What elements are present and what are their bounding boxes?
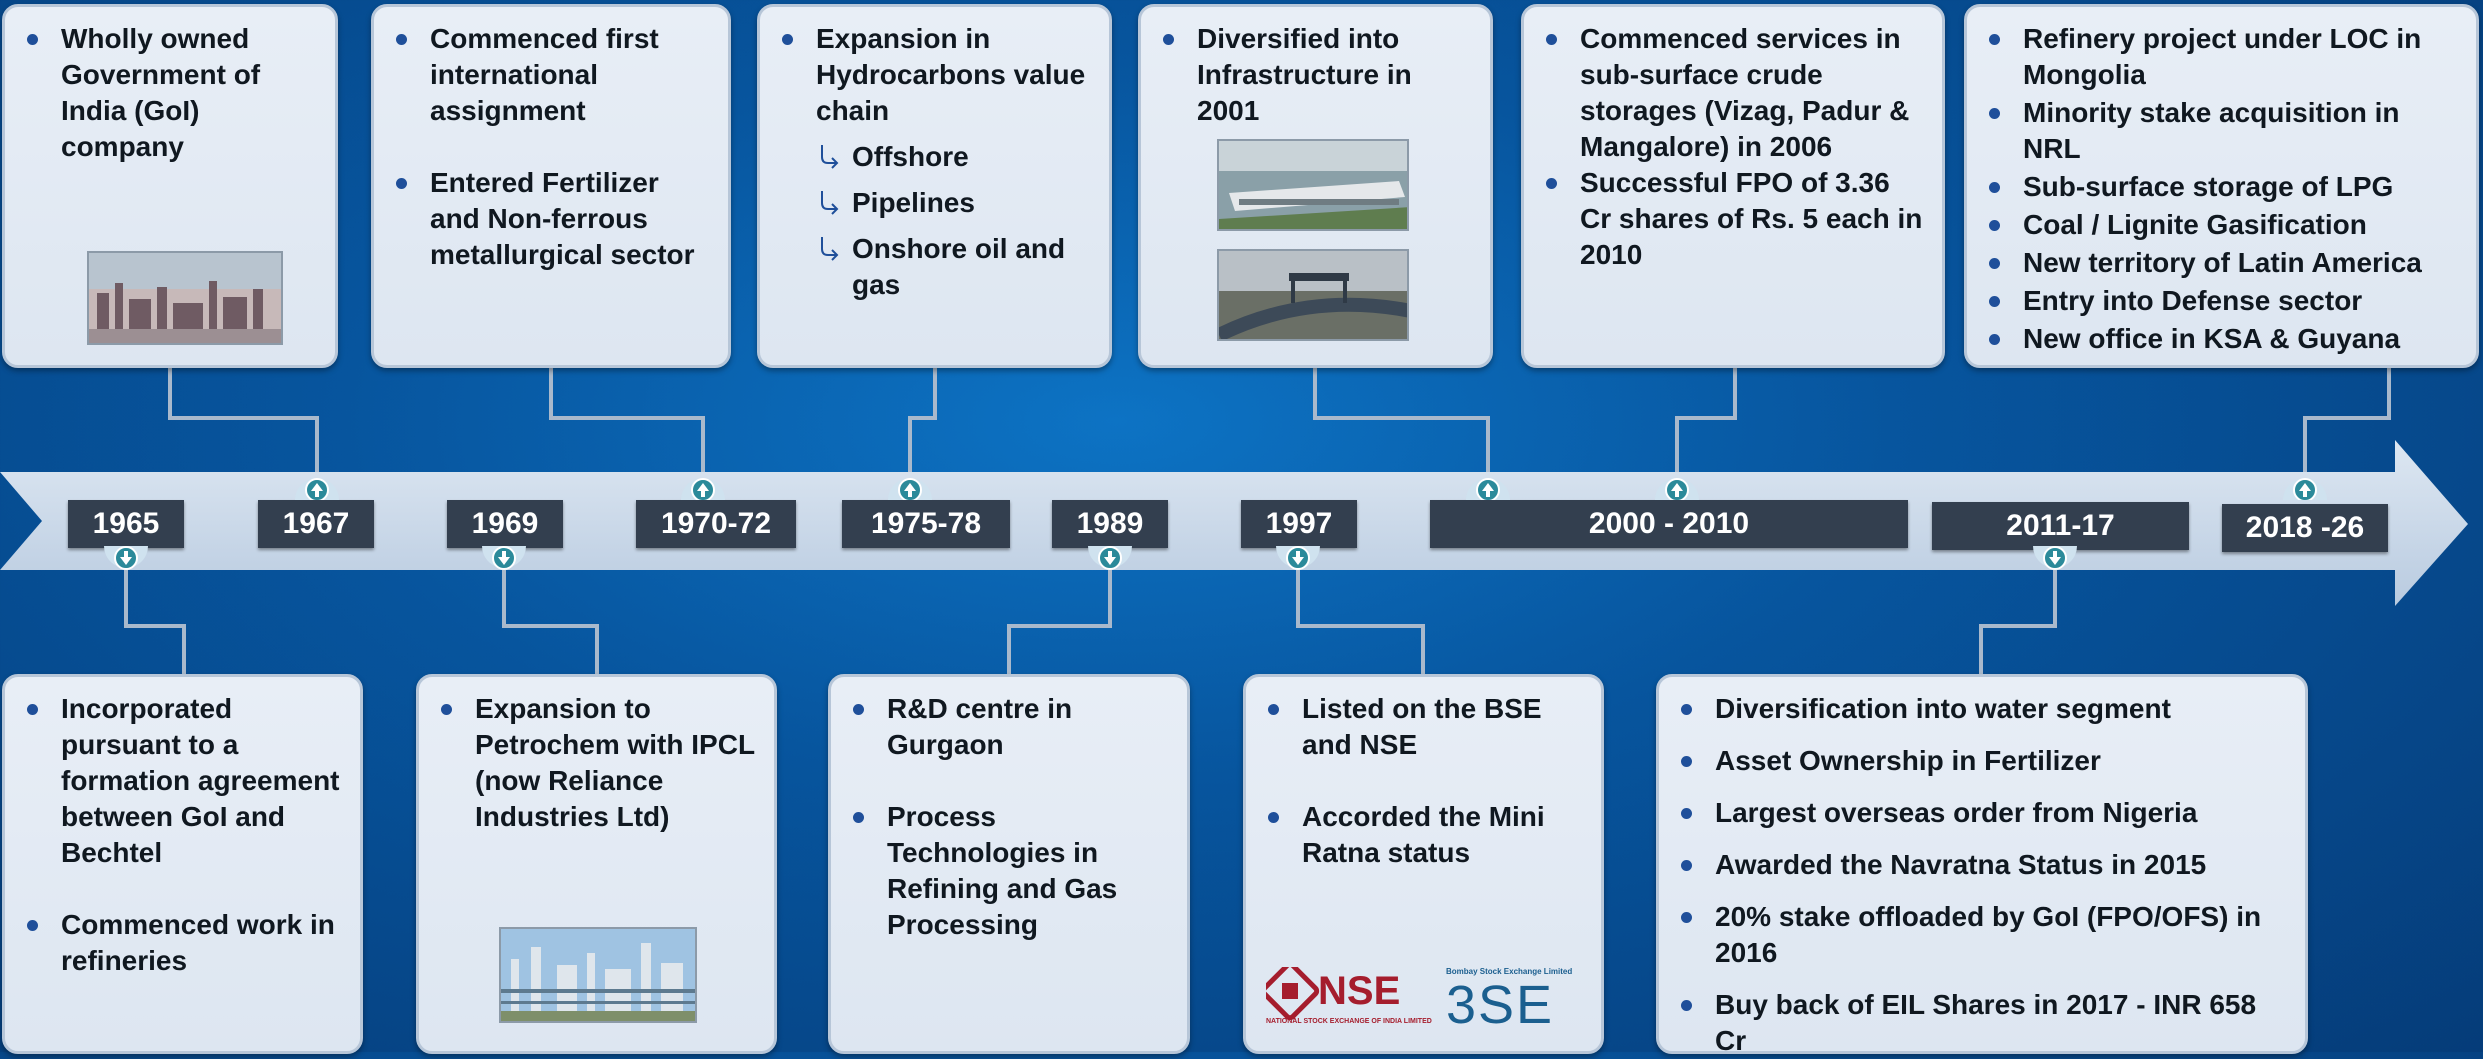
milestone-item: Commenced services in sub-surface crude … [1542, 21, 1924, 165]
milestone-item: Coal / Lignite Gasification [1985, 207, 2458, 243]
milestone-item: Commenced work in refineries [23, 907, 342, 979]
milestone-card-1969: Expansion to Petrochem with IPCL (now Re… [416, 674, 777, 1054]
up-arrow-knob-icon [1655, 478, 1699, 500]
milestone-sub-item: Onshore oil and gas [778, 231, 1091, 303]
up-arrow-knob-icon [1466, 478, 1510, 500]
down-arrow-knob-icon [482, 546, 526, 570]
year-2018-26: 2018 -26 [2222, 504, 2388, 552]
milestone-card-2006-2010: Commenced services in sub-surface crude … [1521, 4, 1945, 368]
milestone-item: Incorporated pursuant to a formation agr… [23, 691, 342, 871]
milestone-item: Accorded the Mini Ratna status [1264, 799, 1583, 871]
milestone-item: New office in KSA & Guyana [1985, 321, 2458, 357]
year-1997: 1997 [1241, 500, 1357, 548]
petrochem-plant-photo [499, 927, 697, 1023]
milestone-item: Awarded the Navratna Status in 2015 [1677, 847, 2287, 883]
milestone-item: Largest overseas order from Nigeria [1677, 795, 2287, 831]
milestone-item: Listed on the BSE and NSE [1264, 691, 1583, 763]
milestone-item: Sub-surface storage of LPG [1985, 169, 2458, 205]
refinery-photo [87, 251, 283, 345]
year-1975-78: 1975-78 [842, 500, 1010, 548]
milestone-item: Minority stake acquisition in NRL [1985, 95, 2458, 167]
year-2011-17: 2011-17 [1932, 502, 2189, 550]
milestone-item: Expansion to Petrochem with IPCL (now Re… [437, 691, 756, 835]
milestone-card-1970-72: Commenced first international assignment… [371, 4, 731, 368]
milestone-item: 20% stake offloaded by GoI (FPO/OFS) in … [1677, 899, 2287, 971]
milestone-card-1997: Listed on the BSE and NSE Accorded the M… [1243, 674, 1604, 1054]
milestone-item: Asset Ownership in Fertilizer [1677, 743, 2287, 779]
milestone-item: Entry into Defense sector [1985, 283, 2458, 319]
year-1967: 1967 [258, 500, 374, 548]
up-arrow-knob-icon [681, 478, 725, 500]
milestone-item: Process Technologies in Refining and Gas… [849, 799, 1169, 943]
hand-arrow-icon [821, 145, 839, 169]
year-1969: 1969 [447, 500, 563, 548]
milestone-item: Expansion in Hydrocarbons value chain [778, 21, 1091, 129]
milestone-card-1965: Incorporated pursuant to a formation agr… [2, 674, 363, 1054]
year-1989: 1989 [1052, 500, 1168, 548]
milestone-item: R&D centre in Gurgaon [849, 691, 1169, 763]
year-1965: 1965 [68, 500, 184, 548]
highway-photo [1217, 249, 1409, 341]
milestone-item: Diversified into Infrastructure in 2001 [1159, 21, 1472, 129]
milestone-card-1967: Wholly owned Government of India (GoI) c… [2, 4, 338, 368]
year-2000-2010: 2000 - 2010 [1430, 500, 1908, 548]
milestone-card-1975-78: Expansion in Hydrocarbons value chain Of… [757, 4, 1112, 368]
airport-photo [1217, 139, 1409, 231]
milestone-item: Entered Fertilizer and Non-ferrous metal… [392, 165, 710, 273]
bse-logo: Bombay Stock Exchange Limited 3SE [1446, 967, 1573, 1035]
down-arrow-knob-icon [2033, 546, 2077, 570]
nse-logo: NSE NATIONAL STOCK EXCHANGE OF INDIA LIM… [1266, 967, 1432, 1033]
up-arrow-knob-icon [888, 478, 932, 500]
milestone-item: New territory of Latin America [1985, 245, 2458, 281]
milestone-sub-item: Offshore [778, 139, 1091, 175]
milestone-item: Wholly owned Government of India (GoI) c… [23, 21, 317, 165]
down-arrow-knob-icon [1276, 546, 1320, 570]
milestone-card-2001: Diversified into Infrastructure in 2001 [1138, 4, 1493, 368]
milestone-item: Refinery project under LOC in Mongolia [1985, 21, 2458, 93]
milestone-sub-item: Pipelines [778, 185, 1091, 221]
hand-arrow-icon [821, 191, 839, 215]
down-arrow-knob-icon [104, 546, 148, 570]
up-arrow-knob-icon [2283, 478, 2327, 500]
milestone-item: Commenced first international assignment [392, 21, 710, 129]
hand-arrow-icon [821, 237, 839, 261]
milestone-card-2011-17: Diversification into water segment Asset… [1656, 674, 2308, 1056]
year-1970-72: 1970-72 [636, 500, 796, 548]
milestone-item: Buy back of EIL Shares in 2017 - INR 658… [1677, 987, 2287, 1059]
up-arrow-knob-icon [295, 478, 339, 500]
down-arrow-knob-icon [1088, 546, 1132, 570]
milestone-item: Diversification into water segment [1677, 691, 2287, 727]
milestone-card-2018-26: Refinery project under LOC in Mongolia M… [1964, 4, 2479, 368]
milestone-card-1989: R&D centre in Gurgaon Process Technologi… [828, 674, 1190, 1054]
milestone-item: Successful FPO of 3.36 Cr shares of Rs. … [1542, 165, 1924, 273]
